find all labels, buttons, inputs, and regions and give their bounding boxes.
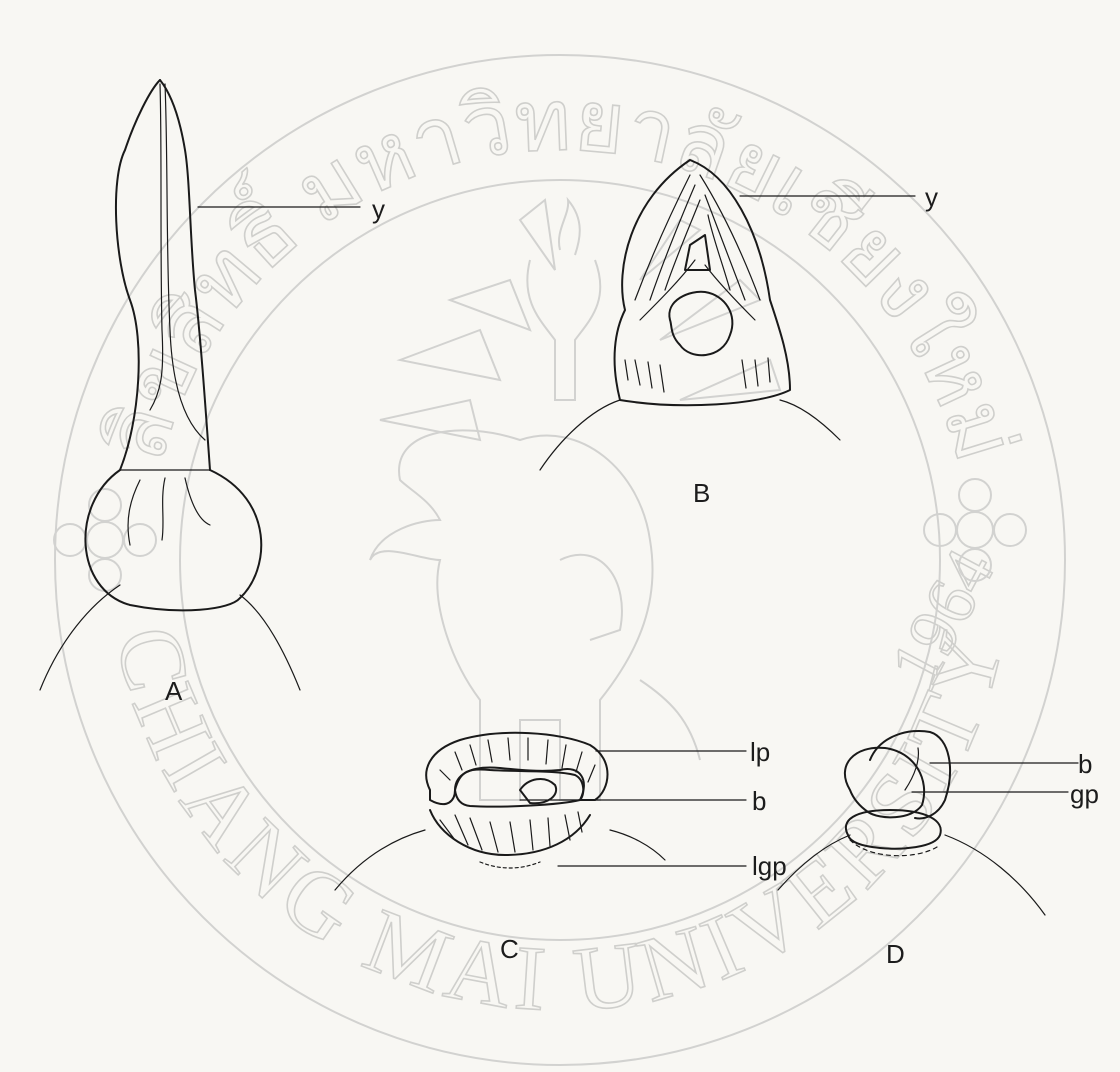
- panel-a-label: A: [165, 676, 183, 706]
- left-flower-emblem: [54, 489, 156, 591]
- panel-c-callout-lp: lp: [750, 737, 770, 767]
- panel-d-callout-b: b: [1078, 749, 1092, 779]
- panel-b-callout-y: y: [925, 182, 938, 212]
- panel-a-callout-y: y: [372, 194, 385, 224]
- panel-d-label: D: [886, 939, 905, 969]
- elephant-emblem: [370, 430, 700, 800]
- watermark-top-text: ลิขสิทธิ์ มหาวิทยาลัยเชียงใหม่: [86, 72, 1033, 471]
- panel-c-label: C: [500, 934, 519, 964]
- panel-b-label: B: [693, 478, 710, 508]
- panel-c-callout-b: b: [752, 786, 766, 816]
- torch-emblem: [527, 200, 600, 400]
- panel-c-callout-lgp: lgp: [752, 851, 787, 881]
- panel-d-callout-gp: gp: [1070, 779, 1099, 809]
